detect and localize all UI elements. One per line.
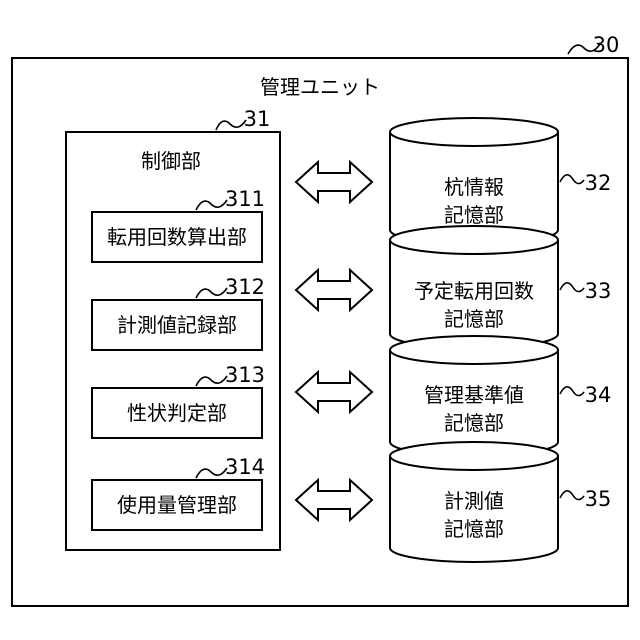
module-label: 計測値記録部 xyxy=(117,313,237,337)
module-label: 使用量管理部 xyxy=(117,493,237,517)
module-label: 性状判定部 xyxy=(127,401,227,425)
module-label: 転用回数算出部 xyxy=(107,225,247,249)
unit-ref-number: 30 xyxy=(593,33,620,57)
storage-label-line1: 管理基準値 xyxy=(424,383,524,407)
storage-ref-leader xyxy=(560,283,584,292)
storage-label-line1: 杭情報 xyxy=(444,175,504,199)
storage-label-line2: 記憶部 xyxy=(444,411,504,435)
storage-label-line2: 記憶部 xyxy=(444,203,504,227)
storage-label-line2: 記憶部 xyxy=(444,517,504,541)
storage-label-line1: 予定転用回数 xyxy=(414,279,534,303)
storage-ref-number: 33 xyxy=(585,279,612,303)
double-arrow-icon xyxy=(296,372,372,412)
storage-ref-leader xyxy=(560,491,584,500)
storage-label-line2: 記憶部 xyxy=(444,307,504,331)
storage-ref-leader xyxy=(560,387,584,396)
storage-ref-leader xyxy=(560,175,584,184)
storage-label-line1: 計測値 xyxy=(444,489,504,513)
module-ref-leader xyxy=(196,200,227,210)
controller-ref-leader xyxy=(216,120,246,130)
double-arrow-icon xyxy=(296,162,372,202)
module-ref-number: 313 xyxy=(225,363,265,387)
module-ref-leader xyxy=(196,468,227,478)
module-ref-number: 314 xyxy=(225,455,265,479)
controller-title: 制御部 xyxy=(141,149,201,173)
module-ref-number: 312 xyxy=(225,275,265,299)
module-ref-number: 311 xyxy=(225,187,265,211)
storage-ref-number: 32 xyxy=(585,171,612,195)
module-ref-leader xyxy=(196,288,227,298)
double-arrow-icon xyxy=(296,270,372,310)
double-arrow-icon xyxy=(296,480,372,520)
module-ref-leader xyxy=(196,376,227,386)
storage-ref-number: 34 xyxy=(585,383,612,407)
storage-ref-number: 35 xyxy=(585,487,612,511)
unit-title: 管理ユニット xyxy=(260,75,380,99)
controller-ref-number: 31 xyxy=(244,107,271,131)
